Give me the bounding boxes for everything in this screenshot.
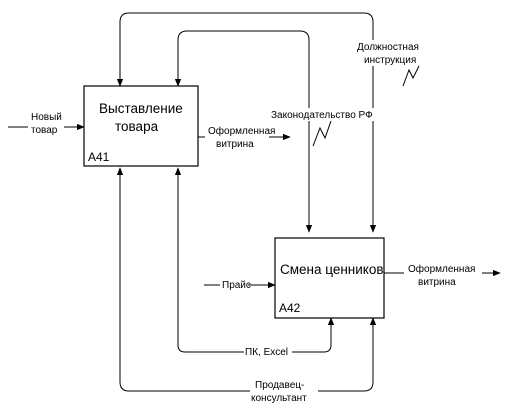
label-pc-excel-text: ПК, Excel <box>245 347 288 358</box>
label-decorated-window-2-line-1: Оформленная <box>408 263 475 275</box>
activity-a42-id: A42 <box>279 301 301 315</box>
label-decorated-window-1-line-1: Оформленная <box>208 125 275 137</box>
edge-law-loop <box>174 30 313 233</box>
label-new-product: Новый товар <box>28 108 64 138</box>
label-decorated-window-1-line-2: витрина <box>216 139 254 150</box>
label-pc-excel: ПК, Excel <box>244 345 292 358</box>
label-new-product-line-1: Новый <box>31 112 62 123</box>
label-seller: Продавец- консультант <box>250 378 318 405</box>
label-law: Законодательство РФ <box>270 108 384 121</box>
job-instruction-squiggle-connector <box>402 65 420 87</box>
label-decorated-window-2-line-2: витрина <box>418 277 456 288</box>
activity-a41-title-1: Выставление <box>99 101 183 116</box>
label-decorated-window-2: Оформленная витрина <box>404 261 482 289</box>
label-decorated-window-1: Оформленная витрина <box>205 124 275 151</box>
activity-box-a41: Выставление товара A41 <box>83 85 199 167</box>
activity-box-a42: Смена ценников A42 <box>274 237 385 319</box>
label-job-instruction: Должностная инструкция <box>354 40 426 66</box>
activity-a41-title-2: товара <box>115 119 159 134</box>
activity-a42-title-1: Смена ценников <box>280 262 384 277</box>
law-squiggle-connector <box>312 120 332 147</box>
label-new-product-line-2: товар <box>31 125 58 136</box>
label-price-list-text: Прайс <box>222 280 251 291</box>
label-job-instruction-line-1: Должностная <box>357 42 419 53</box>
label-price-list: Прайс <box>220 278 251 291</box>
label-job-instruction-line-2: инструкция <box>364 55 416 66</box>
label-seller-line-2: консультант <box>251 393 307 404</box>
activity-a41-id: A41 <box>88 150 110 164</box>
label-law-text: Законодательство РФ <box>271 110 373 121</box>
edge-job-instruction <box>116 12 377 233</box>
label-seller-line-1: Продавец- <box>255 380 304 391</box>
edge-seller <box>116 167 377 392</box>
